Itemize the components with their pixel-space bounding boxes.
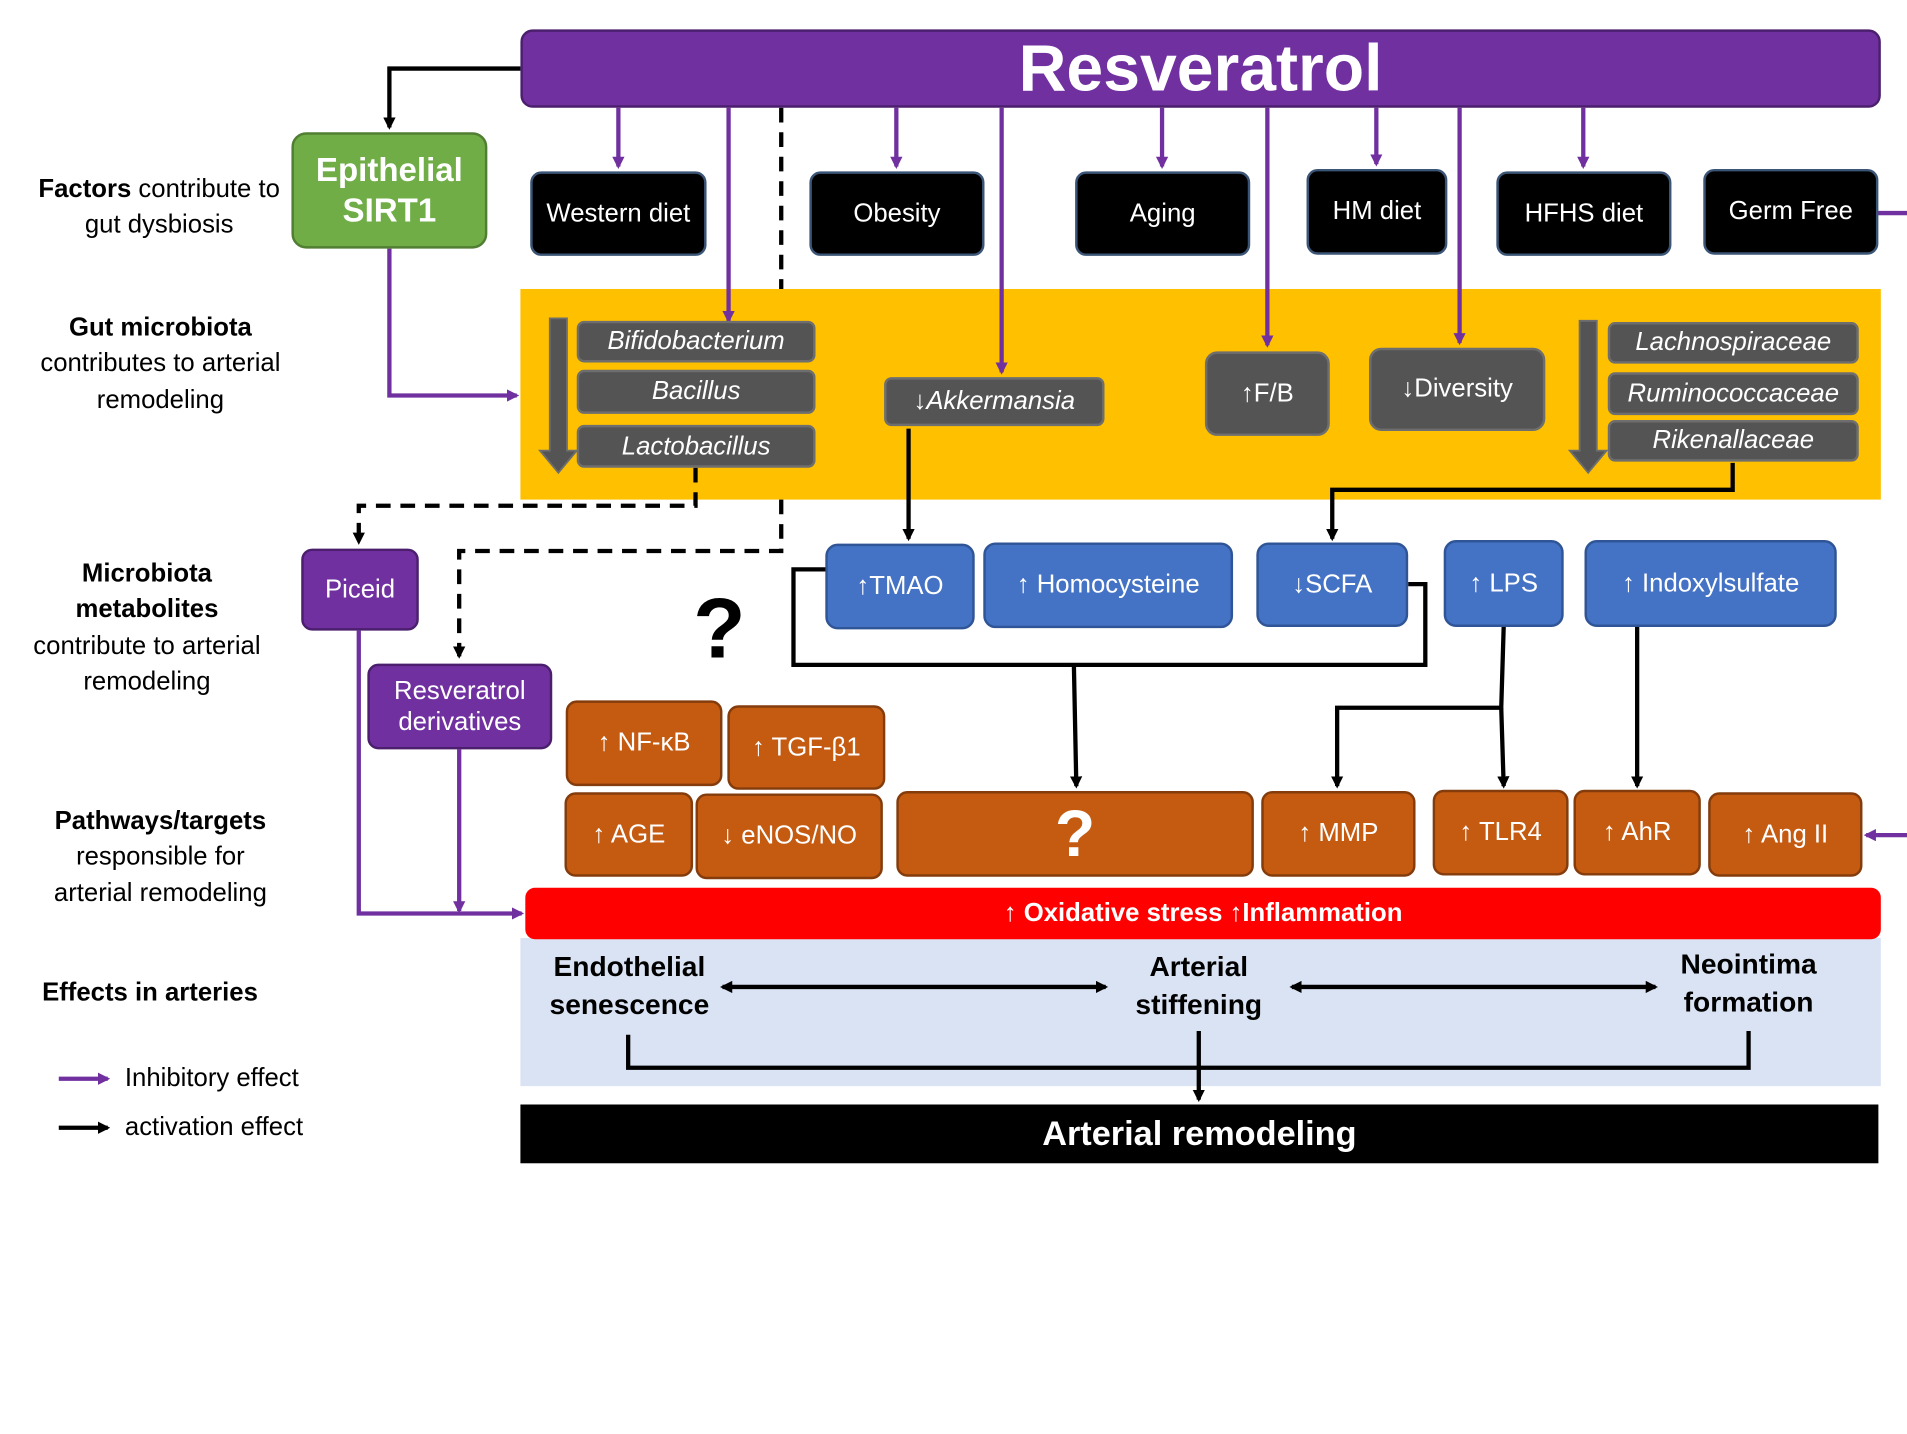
homocysteine-box: ↑ Homocysteine: [983, 542, 1234, 629]
factor-hm-diet: HM diet: [1306, 168, 1448, 255]
row-label-factors: Factors contribute to gut dysbiosis: [37, 171, 282, 243]
row-label-text: contribute to gut dysbiosis: [84, 175, 280, 240]
lps-label: ↑ LPS: [1469, 569, 1538, 598]
oxidative-stress-bar: ↑ Oxidative stress ↑Inflammation: [525, 887, 1881, 940]
legend-activation-label: activation effect: [124, 1113, 304, 1142]
factor-hfhs-diet: HFHS diet: [1496, 171, 1672, 256]
angii-label: ↑ Ang II: [1742, 820, 1829, 849]
mmp-box: ↑ MMP: [1261, 791, 1416, 877]
bacteria-label: Lactobacillus: [621, 432, 771, 461]
fb-ratio-box: ↑F/B: [1204, 351, 1330, 436]
unknown-pathway-box: ?: [896, 791, 1254, 877]
row-label-text: responsible for arterial remodeling: [53, 842, 267, 908]
factor-label: Obesity: [853, 199, 941, 228]
row-label-bold: Effects in arteries: [42, 978, 258, 1007]
piceid-label: Piceid: [324, 575, 396, 604]
bacillus-box: Bacillus: [576, 369, 816, 414]
factor-obesity: Obesity: [809, 171, 985, 256]
age-box: ↑ AGE: [564, 792, 694, 877]
resveratrol-header: Resveratrol: [520, 29, 1881, 108]
factor-label: Aging: [1129, 199, 1196, 228]
angii-box: ↑ Ang II: [1708, 792, 1863, 877]
diversity-label: ↓Diversity: [1401, 375, 1513, 404]
epithelial-sirt1-label: Epithelial SIRT1: [315, 151, 463, 229]
arterial-remodeling-bar: Arterial remodeling: [520, 1104, 1879, 1164]
tgfb1-box: ↑ TGF-β1: [727, 705, 886, 790]
homocysteine-label: ↑ Homocysteine: [1016, 571, 1200, 600]
bacteria-label: Bacillus: [651, 377, 741, 406]
factor-aging: Aging: [1075, 171, 1251, 256]
ahr-label: ↑ AhR: [1602, 818, 1672, 847]
akkermansia-box: ↓Akkermansia: [884, 377, 1105, 427]
scfa-label: ↓SCFA: [1292, 570, 1373, 599]
ruminococcaceae-box: Ruminococcaceae: [1607, 372, 1859, 416]
arterial-stiffening-label: Arterial stiffening: [1135, 950, 1263, 1021]
bifidobacterium-box: Bifidobacterium: [576, 320, 816, 363]
arterial-remodeling-label: Arterial remodeling: [1042, 1114, 1357, 1153]
fb-ratio-label: ↑F/B: [1240, 379, 1294, 408]
resveratrol-title: Resveratrol: [1018, 31, 1383, 105]
tmao-box: ↑TMAO: [825, 543, 975, 630]
derivatives-label: Resveratrol derivatives: [394, 676, 526, 736]
bacteria-label: Rikenallaceae: [1652, 426, 1815, 455]
tgfb1-label: ↑ TGF-β1: [752, 733, 861, 762]
decrease-arrow-left: [538, 317, 579, 475]
lps-box: ↑ LPS: [1443, 540, 1564, 627]
unknown-pathway-label: ?: [1054, 796, 1096, 871]
row-label-text: contribute to arterial remodeling: [33, 631, 261, 696]
age-label: ↑ AGE: [592, 820, 666, 849]
factor-western-diet: Western diet: [530, 171, 707, 256]
mmp-label: ↑ MMP: [1298, 819, 1379, 848]
row-label-pathways: Pathways/targets responsible for arterial…: [37, 803, 284, 911]
tlr4-label: ↑ TLR4: [1459, 818, 1542, 847]
epithelial-sirt1-box: Epithelial SIRT1: [291, 132, 488, 249]
neointima-formation-label: Neointima formation: [1680, 947, 1817, 1018]
bacteria-label: Ruminococcaceae: [1627, 379, 1840, 408]
indoxylsulfate-label: ↑ Indoxylsulfate: [1622, 569, 1800, 598]
nfkb-box: ↑ NF-κB: [565, 700, 723, 787]
decrease-arrow-right: [1567, 319, 1609, 475]
enos-box: ↓ eNOS/NO: [695, 793, 883, 880]
indoxylsulfate-box: ↑ Indoxylsulfate: [1584, 540, 1837, 627]
rikenallaceae-box: Rikenallaceae: [1607, 420, 1859, 462]
bacteria-label: Bifidobacterium: [607, 327, 785, 356]
factor-label: HM diet: [1332, 197, 1422, 226]
tlr4-box: ↑ TLR4: [1432, 789, 1569, 876]
bacteria-label: Lachnospiraceae: [1635, 328, 1832, 357]
row-label-text: contributes to arterial remodeling: [40, 349, 281, 414]
connector-lines: [58, 66, 1907, 1134]
lachnospiraceae-box: Lachnospiraceae: [1607, 322, 1859, 364]
piceid-box: Piceid: [301, 548, 419, 631]
enos-label: ↓ eNOS/NO: [721, 822, 858, 851]
row-label-bold: Pathways/targets: [54, 806, 267, 836]
factor-label: Western diet: [546, 199, 691, 228]
tmao-label: ↑TMAO: [856, 572, 944, 601]
row-label-gut-microbiota: Gut microbiota contributes to arterial re…: [37, 310, 284, 418]
akkermansia-label: ↓Akkermansia: [913, 387, 1076, 416]
lactobacillus-box: Lactobacillus: [576, 424, 816, 468]
question-mark: ?: [693, 580, 746, 676]
scfa-box: ↓SCFA: [1256, 542, 1409, 627]
row-label-bold: Factors: [38, 175, 132, 204]
nfkb-label: ↑ NF-κB: [597, 729, 691, 758]
row-label-bold: Gut microbiota: [68, 313, 252, 342]
endothelial-senescence-label: Endothelial senescence: [549, 950, 710, 1021]
ahr-box: ↑ AhR: [1573, 789, 1701, 876]
factor-label: Germ Free: [1728, 197, 1853, 226]
legend-inhibitory-label: Inhibitory effect: [124, 1064, 299, 1093]
oxidative-stress-label: ↑ Oxidative stress ↑Inflammation: [1003, 899, 1403, 928]
row-label-metabolites: Microbiota metabolites contribute to arte…: [18, 556, 275, 700]
row-label-effects: Effects in arteries: [24, 975, 275, 1011]
resveratrol-derivatives-box: Resveratrol derivatives: [367, 663, 553, 750]
diversity-box: ↓Diversity: [1368, 347, 1546, 432]
factor-germ-free: Germ Free: [1703, 168, 1879, 255]
row-label-bold: Microbiota metabolites: [75, 559, 219, 624]
factor-label: HFHS diet: [1524, 199, 1644, 228]
